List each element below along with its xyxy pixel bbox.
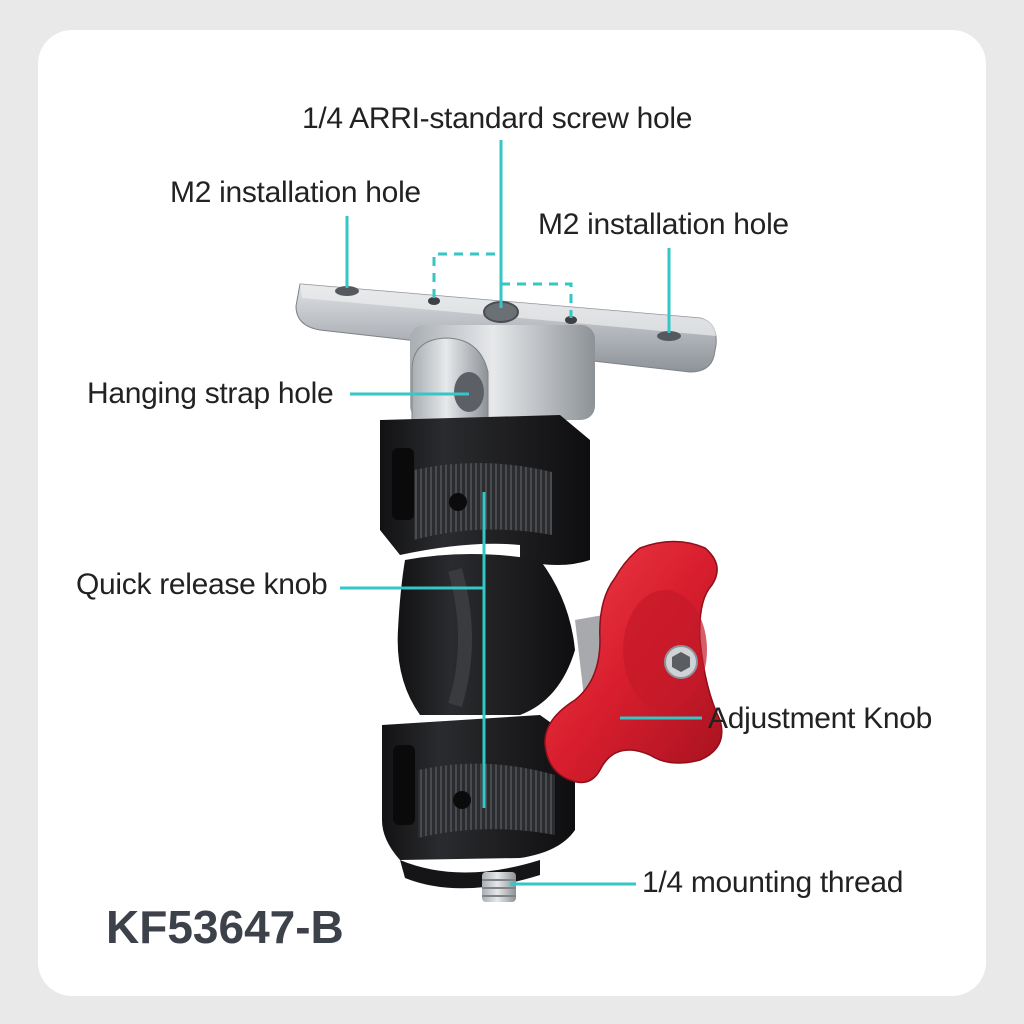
label-adjustment-knob: Adjustment Knob (708, 702, 932, 735)
mounting-thread-screw (482, 872, 516, 902)
screw-hole-small-right (565, 316, 577, 324)
hanging-strap-hole-shape (454, 372, 484, 412)
callout-dashed-right (501, 282, 573, 318)
callout-dashed-left (432, 252, 501, 298)
model-number: KF53647-B (106, 901, 344, 953)
ball-joint (397, 554, 575, 715)
adjustment-knob-shape (544, 540, 723, 784)
label-arri-screw-hole: 1/4 ARRI-standard screw hole (302, 102, 693, 135)
lower-clamp (382, 715, 575, 889)
label-hanging-strap-hole: Hanging strap hole (87, 377, 334, 410)
label-quick-release-knob: Quick release knob (76, 568, 328, 601)
screw-hole-small-left (428, 297, 440, 305)
label-m2-hole-right: M2 installation hole (538, 208, 789, 241)
strap-loop (410, 325, 595, 431)
m2-hole-left (335, 286, 359, 296)
label-mounting-thread: 1/4 mounting thread (642, 866, 904, 899)
m2-hole-right (657, 331, 681, 341)
callout-lines (340, 140, 702, 886)
label-m2-hole-left: M2 installation hole (170, 176, 421, 209)
